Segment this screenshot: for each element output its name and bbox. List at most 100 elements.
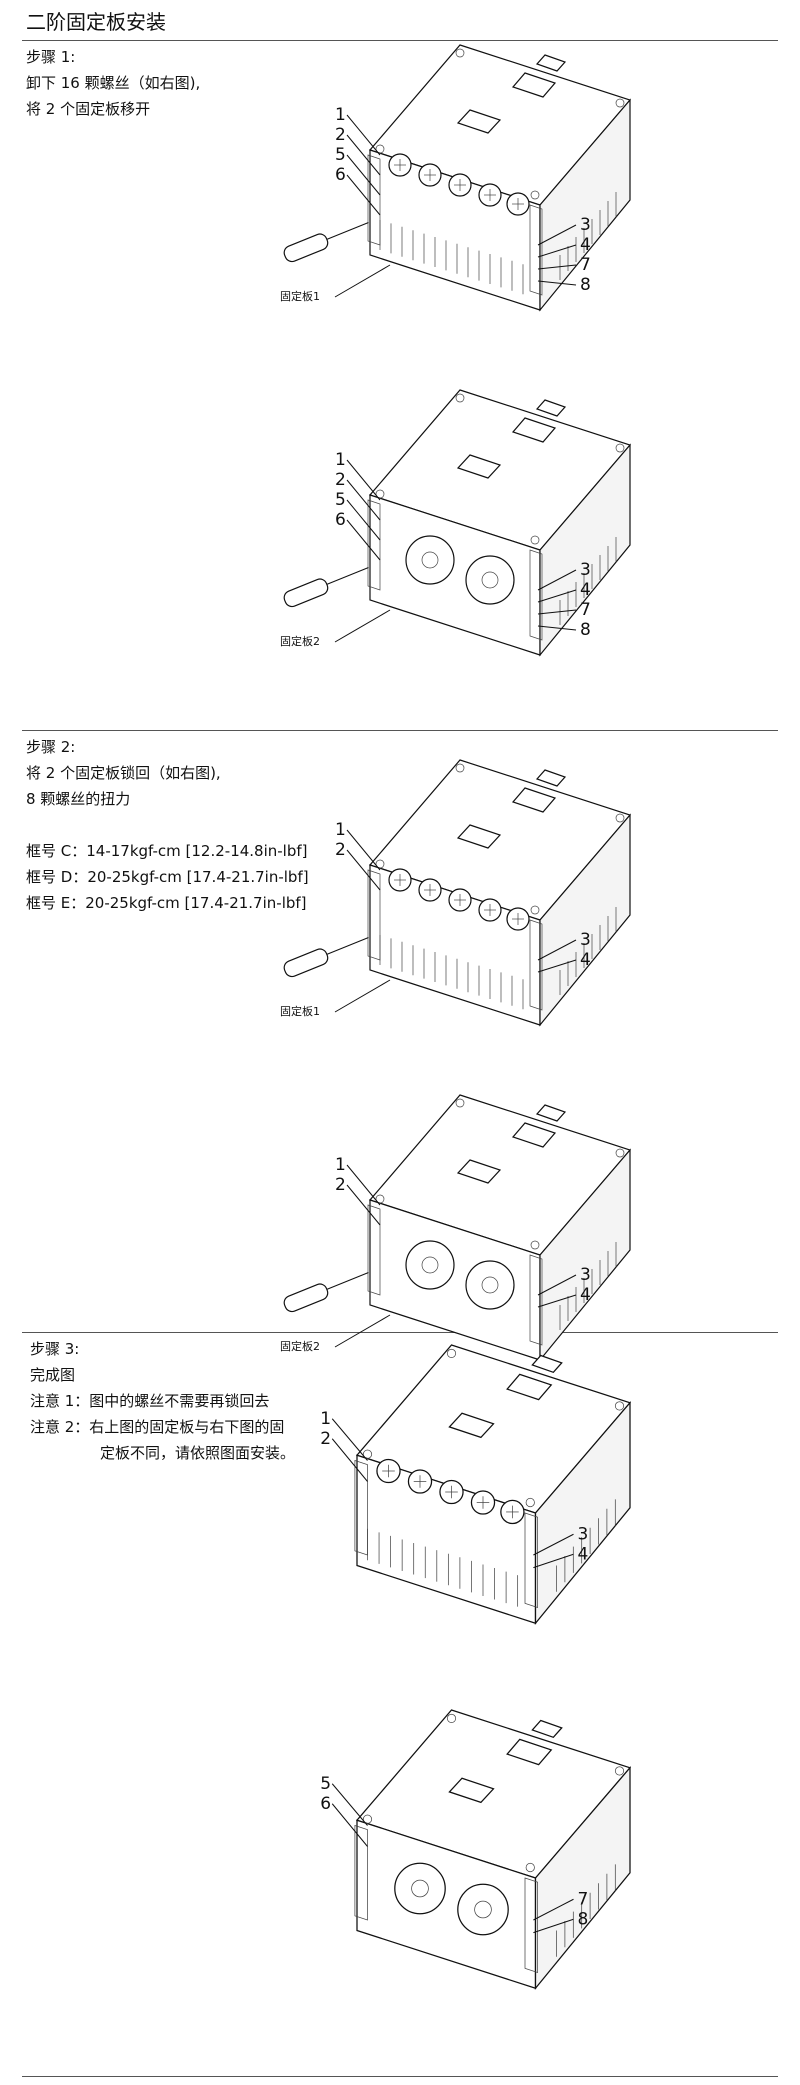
callout-3: 3 [580, 930, 591, 950]
plate-label: 固定板1 [280, 289, 320, 303]
callout-7: 7 [580, 255, 591, 275]
label-plate [535, 399, 567, 417]
leader-line [537, 264, 577, 270]
corner-screw [614, 1401, 625, 1411]
corner-screw [446, 1713, 457, 1723]
callout-5: 5 [335, 145, 346, 165]
callout-6: 6 [335, 510, 346, 530]
keypad [511, 72, 557, 98]
leader-line [346, 499, 381, 541]
label-plate [531, 1719, 563, 1739]
leader-line [346, 829, 381, 871]
torque-frame-d: 框号 D：20-25kgf-cm [17.4-21.7in-lbf] [26, 868, 309, 886]
leader-line [346, 174, 381, 216]
fan-hub [411, 1879, 429, 1898]
mounting-plate [529, 549, 543, 641]
callout-7: 7 [578, 1889, 589, 1909]
logo-square [448, 1412, 495, 1439]
fig6-drive [354, 1709, 632, 1991]
leader-line [334, 609, 391, 643]
mounting-plate [367, 1204, 381, 1296]
divider-top [22, 40, 778, 41]
divider-step2 [22, 730, 778, 731]
mounting-plate [524, 1512, 538, 1609]
screwdriver-handle [283, 948, 329, 978]
step3-heading: 步骤 3: [30, 1340, 80, 1358]
leader-line [537, 609, 577, 615]
callout-1: 1 [335, 1155, 346, 1175]
leader-line [346, 849, 381, 891]
step1-line2: 将 2 个固定板移开 [26, 100, 151, 118]
keypad [511, 1122, 557, 1148]
callout-1: 1 [335, 105, 346, 125]
callout-6: 6 [335, 165, 346, 185]
note-1: 注意 1：图中的螺丝不需要再锁回去 [30, 1392, 270, 1410]
corner-screw [525, 1497, 535, 1508]
leader-line [346, 154, 381, 196]
screwdriver-handle [283, 578, 329, 608]
callout-1: 1 [335, 450, 346, 470]
callout-4: 4 [580, 235, 591, 255]
leader-line [334, 979, 391, 1013]
leader-line [334, 264, 391, 298]
keypad [506, 1738, 553, 1766]
drive-side-face [539, 1148, 631, 1362]
drive-side-face [539, 813, 631, 1027]
step2-heading: 步骤 2: [26, 738, 76, 756]
screwdriver [283, 1272, 369, 1313]
corner-screw [615, 1148, 625, 1158]
mounting-plate [367, 154, 381, 246]
leader-line [346, 114, 381, 156]
leader-line [537, 625, 577, 631]
callout-3: 3 [580, 560, 591, 580]
mounting-plate [529, 919, 543, 1011]
logo-square [456, 1159, 502, 1184]
callout-8: 8 [580, 275, 591, 295]
leader-line [346, 459, 381, 501]
callout-3: 3 [578, 1524, 589, 1544]
leader-line [533, 1918, 574, 1934]
corner-screw [446, 1348, 457, 1358]
leader-line [537, 224, 577, 246]
label-plate [535, 54, 567, 72]
logo-square [456, 824, 502, 849]
corner-screw [375, 144, 385, 154]
corner-screw [530, 535, 540, 545]
mounting-plate [367, 499, 381, 591]
drive-side-face [534, 1766, 631, 1991]
leader-line [331, 1803, 368, 1847]
leader-line [346, 134, 381, 176]
corner-screw [455, 1098, 465, 1108]
corner-screw [615, 98, 625, 108]
page-title: 二阶固定板安装 [26, 10, 166, 34]
fan-hub [481, 571, 499, 589]
note-2b: 定板不同，请依照图面安装。 [100, 1444, 296, 1462]
corner-screw [455, 48, 465, 58]
callout-5: 5 [335, 490, 346, 510]
leader-line [346, 519, 381, 561]
corner-screw [530, 905, 540, 915]
mounting-plate [529, 1254, 543, 1346]
fan [465, 555, 515, 605]
leader-line [533, 1553, 574, 1569]
leader-line [537, 244, 577, 258]
leader-line [346, 1184, 381, 1226]
leader-line [331, 1418, 368, 1461]
mounting-plate [524, 1877, 538, 1974]
keypad [511, 787, 557, 813]
corner-screw [362, 1814, 373, 1824]
callout-4: 4 [578, 1544, 589, 1564]
screwdriver [283, 567, 369, 608]
callout-4: 4 [580, 1285, 591, 1305]
corner-screw [375, 489, 385, 499]
callout-8: 8 [580, 620, 591, 640]
screwdriver-shaft [326, 1272, 369, 1290]
callout-3: 3 [580, 215, 591, 235]
fig5-drive [354, 1344, 632, 1626]
label-plate [535, 1104, 567, 1122]
fig2-drive [283, 389, 632, 657]
fan [457, 1883, 509, 1936]
callout-2: 2 [335, 125, 346, 145]
